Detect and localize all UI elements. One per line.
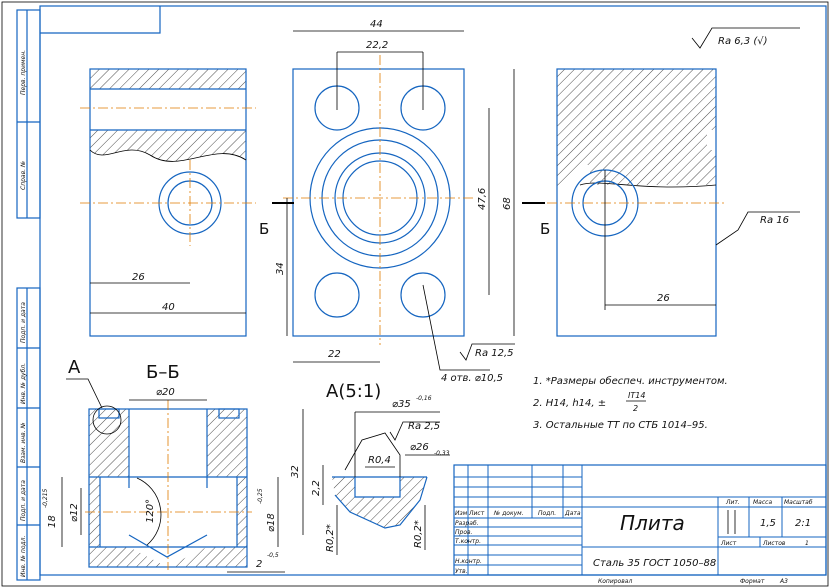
sheets-value: 1 (805, 540, 809, 547)
detail-callout: А (68, 357, 81, 378)
left-view: 26 40 (80, 68, 256, 337)
sheet-label: Лист (720, 540, 737, 547)
dim-2-2: 2,2 (311, 480, 322, 496)
right-view: 26 Ra 16 Б (522, 68, 800, 337)
dim-d18: ⌀18 (266, 513, 277, 532)
role-checker: Пров. (455, 529, 473, 536)
technical-notes: 1. *Размеры обеспеч. инструментом. 2. H1… (533, 375, 728, 431)
side-label: Перв. примен. (20, 50, 27, 95)
dim-d35: ⌀35 (392, 399, 411, 410)
sheets-label: Листов (762, 540, 786, 547)
detail-title: А(5:1) (326, 381, 381, 402)
dim-47-6: 47,6 (477, 188, 488, 210)
header-izm: Изм (455, 510, 468, 517)
dim-r02-left: R0,2* (325, 524, 336, 552)
dim-d35-tol: -0,16 (416, 395, 432, 402)
role-norm-control: Н.контр. (455, 558, 482, 565)
dim-26: 26 (132, 272, 145, 283)
note-2-fraction-num: IT14 (628, 391, 645, 400)
detail-view: А(5:1) ⌀35 -0,16 Ra 2,5 ⌀26 -0,33 R0,4 2… (311, 381, 450, 555)
lit-label: Лит. (725, 499, 740, 506)
front-view: 44 22,2 47,6 68 34 22 4 отв. ⌀10,5 Ra 12… (259, 19, 515, 384)
dim-d26: ⌀26 (410, 442, 429, 453)
roughness-text: Ra 2,5 (408, 421, 440, 432)
side-label: Подп. и дата (20, 302, 27, 343)
note-3: 3. Остальные ТТ по СТБ 1014–95. (533, 420, 708, 431)
dim-34: 34 (275, 262, 286, 275)
note-1: 1. *Размеры обеспеч. инструментом. (533, 375, 728, 387)
section-mark-right: Б (540, 220, 550, 238)
mass-label: Масса (753, 499, 772, 506)
dim-d18-tol: -0,25 (257, 488, 264, 504)
dim-22-2: 22,2 (366, 40, 388, 51)
dim-2-tol: -0,5 (267, 552, 279, 559)
dim-18-tol: -0,215 (42, 488, 49, 508)
dim-18: 18 (47, 515, 58, 528)
header-list: Лист (468, 510, 485, 517)
scale-label: Масштаб (784, 499, 813, 506)
part-title: Плита (620, 511, 685, 535)
material: Сталь 35 ГОСТ 1050–88 (593, 558, 716, 569)
dim-d20: ⌀20 (156, 387, 175, 398)
side-label: Инв. № дубл. (20, 363, 27, 404)
role-developer: Разраб. (455, 520, 479, 527)
side-strip: Перв. примен. Справ. № Подп. и дата Инв.… (16, 9, 41, 581)
dim-22: 22 (328, 349, 341, 360)
section-title: Б–Б (146, 362, 180, 383)
note-2: 2. H14, h14, ± (533, 398, 606, 409)
dim-40: 40 (162, 302, 175, 313)
side-label: Взам. инв. № (20, 422, 27, 463)
role-approved: Утв. (455, 568, 468, 575)
dim-d26-tol: -0,33 (434, 450, 450, 457)
dim-68: 68 (502, 197, 513, 210)
copied-label: Копировал (598, 578, 632, 585)
note-2-fraction-den: 2 (633, 404, 638, 413)
holes-note: 4 отв. ⌀10,5 (441, 373, 503, 384)
roughness-text: Ra 16 (760, 215, 789, 226)
dim-44: 44 (370, 19, 383, 30)
dim-26-right: 26 (657, 293, 670, 304)
dim-120: 120° (145, 499, 156, 523)
header-date: Дата (564, 510, 581, 517)
header-doc: № докум. (493, 510, 524, 517)
general-roughness: Ra 6,3 (√) (691, 27, 800, 49)
dim-r04: R0,4 (368, 455, 391, 466)
roughness-text: Ra 6,3 (√) (718, 36, 768, 47)
dim-r02-right: R0,2* (413, 520, 424, 548)
role-tech-control: Т.контр. (455, 538, 481, 545)
dim-32: 32 (290, 465, 301, 478)
side-label: Справ. № (20, 161, 27, 190)
dim-d12: ⌀12 (69, 503, 80, 522)
side-label: Подп. и дата (20, 480, 27, 521)
section-view: А Б–Б ⌀20 32 18 -0,215 ⌀12 ⌀18 -0,25 120… (42, 357, 304, 573)
dim-2: 2 (256, 559, 262, 570)
roughness-text: Ra 12,5 (475, 348, 514, 359)
format-label: Формат (740, 578, 765, 585)
format-value: А3 (779, 578, 788, 585)
side-label: Инв. № подл. (20, 536, 27, 577)
top-left-box (40, 6, 161, 34)
mass-value: 1,5 (760, 518, 776, 529)
header-sign: Подп. (538, 510, 556, 517)
scale-value: 2:1 (795, 518, 811, 529)
title-block: Изм Лист № докум. Подп. Дата Разраб. Про… (453, 464, 827, 585)
section-mark-left: Б (259, 220, 269, 238)
